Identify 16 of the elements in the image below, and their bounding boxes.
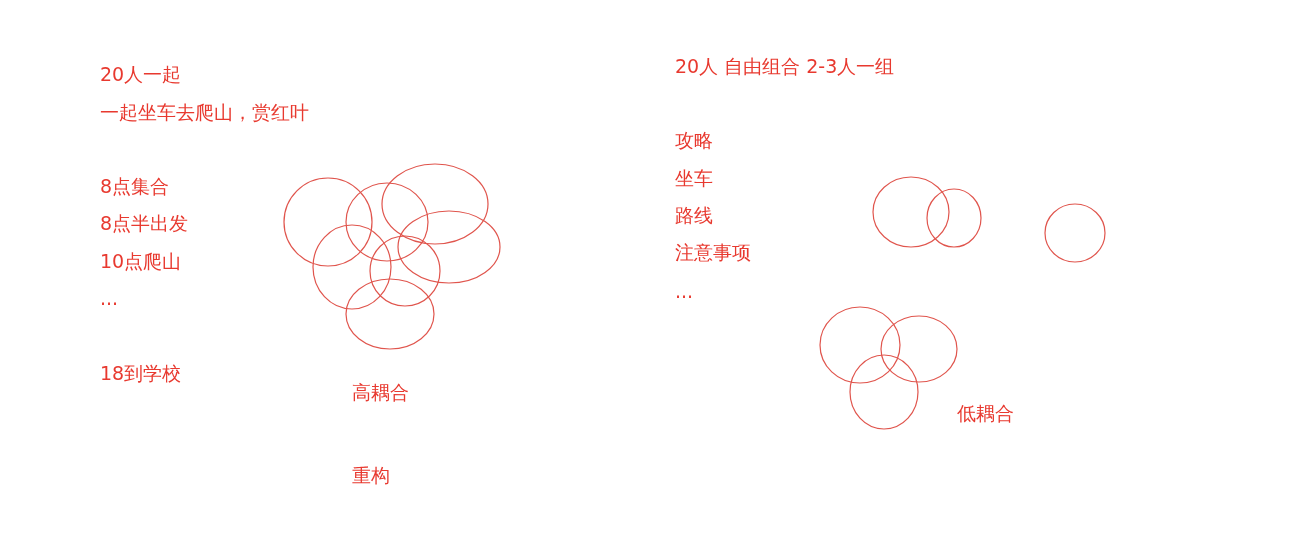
note-text: 8点集合 <box>100 174 170 198</box>
note-text: ... <box>100 286 119 310</box>
note-text: ... <box>675 279 694 303</box>
note-text: 路线 <box>675 203 713 227</box>
note-text: 20人一起 <box>100 62 182 86</box>
note-text: 8点半出发 <box>100 211 189 235</box>
note-text: 坐车 <box>675 166 713 190</box>
note-text: 一起坐车去爬山，赏红叶 <box>100 100 309 124</box>
note-text: 重构 <box>352 463 390 487</box>
note-text: 20人 自由组合 2-3人一组 <box>675 54 895 78</box>
note-text: 低耦合 <box>957 401 1014 425</box>
note-text: 10点爬山 <box>100 249 182 273</box>
note-text: 18到学校 <box>100 361 182 385</box>
note-text: 攻略 <box>675 128 713 152</box>
note-text: 注意事项 <box>675 240 751 264</box>
note-text: 高耦合 <box>352 380 409 404</box>
